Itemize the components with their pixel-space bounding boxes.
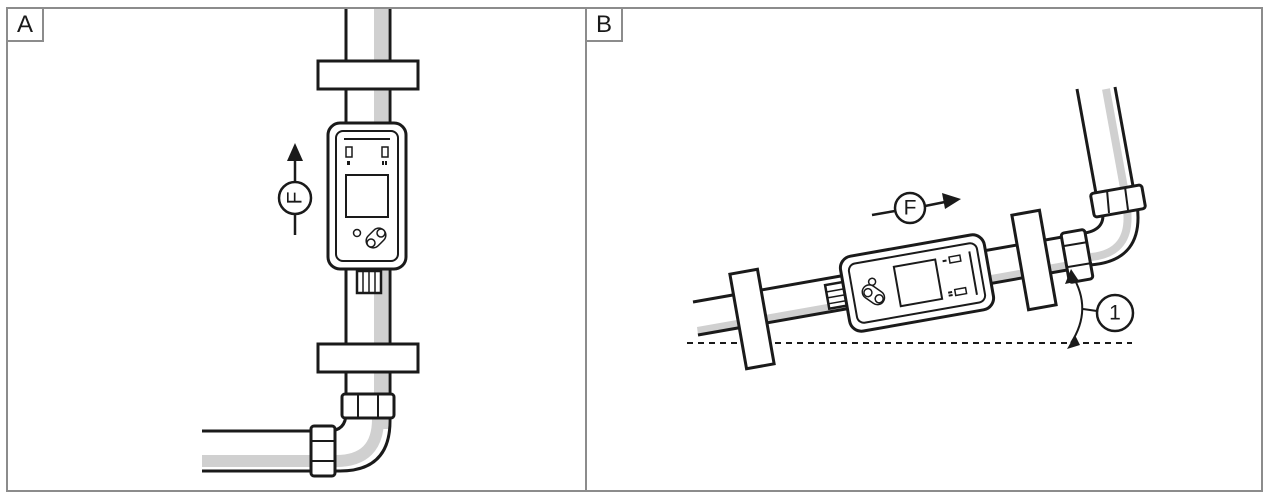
vertical-fitting-b (1089, 183, 1147, 219)
flow-sensor (326, 121, 408, 271)
right-flange (1010, 208, 1058, 312)
left-flange (728, 267, 776, 371)
panel-b-drawing: F 1 (687, 86, 1147, 371)
cable-gland (355, 269, 383, 295)
horizontal-fitting-b (1059, 228, 1095, 284)
lower-flange (316, 342, 420, 374)
panel-b-label: B (587, 9, 623, 42)
flow-arrow-b: F (871, 191, 961, 225)
panel-a-drawing: F (202, 9, 420, 478)
horizontal-fitting (309, 424, 337, 478)
vertical-fitting (340, 392, 396, 420)
panel-a-label: A (8, 9, 44, 42)
panel-a: A (6, 7, 587, 492)
upper-flange (316, 59, 420, 91)
flow-arrow-a: F (277, 143, 313, 235)
panel-b: B (585, 7, 1263, 492)
angle-callout-label: 1 (1109, 302, 1121, 325)
flow-sensor-b (838, 233, 996, 333)
inclination-angle: 1 (1065, 269, 1135, 349)
flow-label-a: F (284, 192, 307, 205)
flow-label-b: F (904, 197, 917, 220)
